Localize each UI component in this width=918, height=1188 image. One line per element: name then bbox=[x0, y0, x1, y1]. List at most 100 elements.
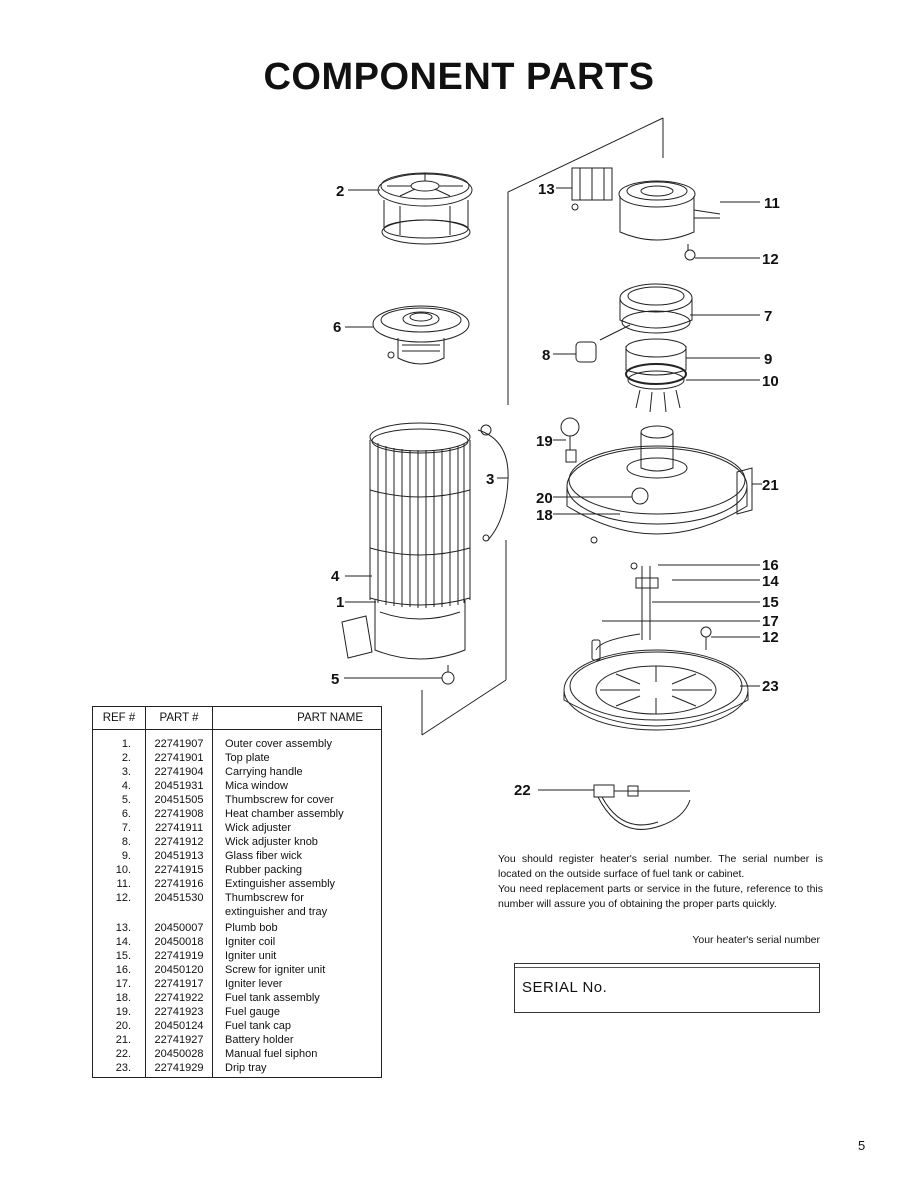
table-row: 21. 22741927 Battery holder bbox=[92, 1033, 382, 1047]
part-name-cell: Wick adjuster knob bbox=[212, 835, 382, 849]
callout-2: 2 bbox=[336, 183, 344, 200]
callout-18: 18 bbox=[536, 507, 553, 524]
callout-4: 4 bbox=[331, 568, 340, 585]
callout-16: 16 bbox=[762, 557, 779, 574]
part-name-cell: Manual fuel siphon bbox=[212, 1047, 382, 1061]
part-number-cell: 20450007 bbox=[145, 921, 213, 935]
fuel-tank-drawing bbox=[560, 417, 753, 544]
part-name-line: extinguisher and tray bbox=[225, 906, 328, 918]
part-number-cell: 20451931 bbox=[145, 779, 213, 793]
part-number-cell: 22741904 bbox=[145, 765, 213, 779]
ref-cell: 12. bbox=[92, 891, 146, 921]
leader-lines bbox=[344, 187, 762, 791]
part-name-line: Thumbscrew for bbox=[225, 892, 304, 904]
table-header-row: REF # PART # PART NAME bbox=[92, 706, 382, 730]
table-row: 6. 22741908 Heat chamber assembly bbox=[92, 807, 382, 821]
part-number-cell: 22741929 bbox=[145, 1061, 213, 1078]
part-number-cell: 22741912 bbox=[145, 835, 213, 849]
part-name-cell: Heat chamber assembly bbox=[212, 807, 382, 821]
callout-7: 7 bbox=[764, 308, 772, 325]
callout-20: 20 bbox=[536, 490, 553, 507]
ref-cell: 21. bbox=[92, 1033, 146, 1047]
part-number-cell: 22741907 bbox=[145, 729, 213, 751]
part-number-cell: 20451530 bbox=[145, 891, 213, 921]
table-row: 5. 20451505 Thumbscrew for cover bbox=[92, 793, 382, 807]
part-name-cell: Fuel tank cap bbox=[212, 1019, 382, 1033]
ref-cell: 14. bbox=[92, 935, 146, 949]
extinguisher-drawing bbox=[571, 167, 721, 261]
table-row: 16. 20450120 Screw for igniter unit bbox=[92, 963, 382, 977]
table-row: 19. 22741923 Fuel gauge bbox=[92, 1005, 382, 1019]
ref-cell: 1. bbox=[92, 729, 146, 751]
part-number-cell: 20450018 bbox=[145, 935, 213, 949]
callout-17: 17 bbox=[762, 613, 779, 630]
part-number-cell: 22741922 bbox=[145, 991, 213, 1005]
part-name-cell: Thumbscrew for extinguisher and tray bbox=[212, 891, 382, 921]
part-name-cell: Screw for igniter unit bbox=[212, 963, 382, 977]
ref-cell: 8. bbox=[92, 835, 146, 849]
parts-table: REF # PART # PART NAME 1. 22741907 Outer… bbox=[92, 706, 382, 1078]
callout-19: 19 bbox=[536, 433, 553, 450]
table-row: 17. 22741917 Igniter lever bbox=[92, 977, 382, 991]
callout-11: 11 bbox=[764, 195, 780, 212]
callout-23: 23 bbox=[762, 678, 779, 695]
part-name-cell: Wick adjuster bbox=[212, 821, 382, 835]
heat-chamber-drawing bbox=[372, 305, 470, 365]
ref-cell: 23. bbox=[92, 1061, 146, 1078]
ref-cell: 4. bbox=[92, 779, 146, 793]
callout-14: 14 bbox=[762, 573, 779, 590]
callout-5: 5 bbox=[331, 671, 339, 688]
notice-paragraph-2: You need replacement parts or service in… bbox=[498, 883, 823, 910]
col-ref-header: REF # bbox=[92, 706, 146, 730]
ref-cell: 6. bbox=[92, 807, 146, 821]
part-name-cell: Carrying handle bbox=[212, 765, 382, 779]
col-name-header: PART NAME bbox=[212, 706, 382, 730]
part-name-cell: Battery holder bbox=[212, 1033, 382, 1047]
col-part-header: PART # bbox=[145, 706, 213, 730]
wick-adjuster-drawing bbox=[575, 283, 693, 413]
part-number-cell: 20451913 bbox=[145, 849, 213, 863]
table-row: 15. 22741919 Igniter unit bbox=[92, 949, 382, 963]
ref-cell: 3. bbox=[92, 765, 146, 779]
table-row: 12. 20451530 Thumbscrew for extinguisher… bbox=[92, 891, 382, 921]
callout-8: 8 bbox=[542, 347, 550, 364]
callout-10: 10 bbox=[762, 373, 779, 390]
notice-paragraph-1: You should register heater's serial numb… bbox=[498, 853, 823, 880]
part-name-cell: Fuel gauge bbox=[212, 1005, 382, 1019]
top-plate-drawing bbox=[377, 172, 473, 245]
table-row: 13. 20450007 Plumb bob bbox=[92, 921, 382, 935]
table-row: 18. 22741922 Fuel tank assembly bbox=[92, 991, 382, 1005]
table-row: 20. 20450124 Fuel tank cap bbox=[92, 1019, 382, 1033]
table-row: 14. 20450018 Igniter coil bbox=[92, 935, 382, 949]
serial-caption: Your heater's serial number bbox=[692, 934, 820, 946]
part-number-cell: 22741916 bbox=[145, 877, 213, 891]
table-row: 11. 22741916 Extinguisher assembly bbox=[92, 877, 382, 891]
table-row: 8. 22741912 Wick adjuster knob bbox=[92, 835, 382, 849]
part-name-cell: Top plate bbox=[212, 751, 382, 765]
part-number-cell: 20451505 bbox=[145, 793, 213, 807]
ref-cell: 2. bbox=[92, 751, 146, 765]
part-name-cell: Drip tray bbox=[212, 1061, 382, 1078]
page-number: 5 bbox=[858, 1138, 866, 1153]
ref-cell: 22. bbox=[92, 1047, 146, 1061]
callout-22: 22 bbox=[514, 782, 531, 799]
part-number-cell: 22741908 bbox=[145, 807, 213, 821]
part-name-cell: Outer cover assembly bbox=[212, 729, 382, 751]
table-row: 9. 20451913 Glass fiber wick bbox=[92, 849, 382, 863]
part-number-cell: 22741927 bbox=[145, 1033, 213, 1047]
part-name-cell: Fuel tank assembly bbox=[212, 991, 382, 1005]
callout-3: 3 bbox=[486, 471, 494, 488]
part-number-cell: 22741901 bbox=[145, 751, 213, 765]
part-number-cell: 22741911 bbox=[145, 821, 213, 835]
part-number-cell: 20450028 bbox=[145, 1047, 213, 1061]
ref-cell: 11. bbox=[92, 877, 146, 891]
callout-12-bottom: 12 bbox=[762, 629, 779, 646]
part-name-cell: Thumbscrew for cover bbox=[212, 793, 382, 807]
part-name-cell: Mica window bbox=[212, 779, 382, 793]
ref-cell: 16. bbox=[92, 963, 146, 977]
igniter-drawing bbox=[591, 562, 712, 661]
serial-label: SERIAL No. bbox=[522, 979, 608, 996]
part-name-cell: Igniter lever bbox=[212, 977, 382, 991]
part-name-cell: Rubber packing bbox=[212, 863, 382, 877]
